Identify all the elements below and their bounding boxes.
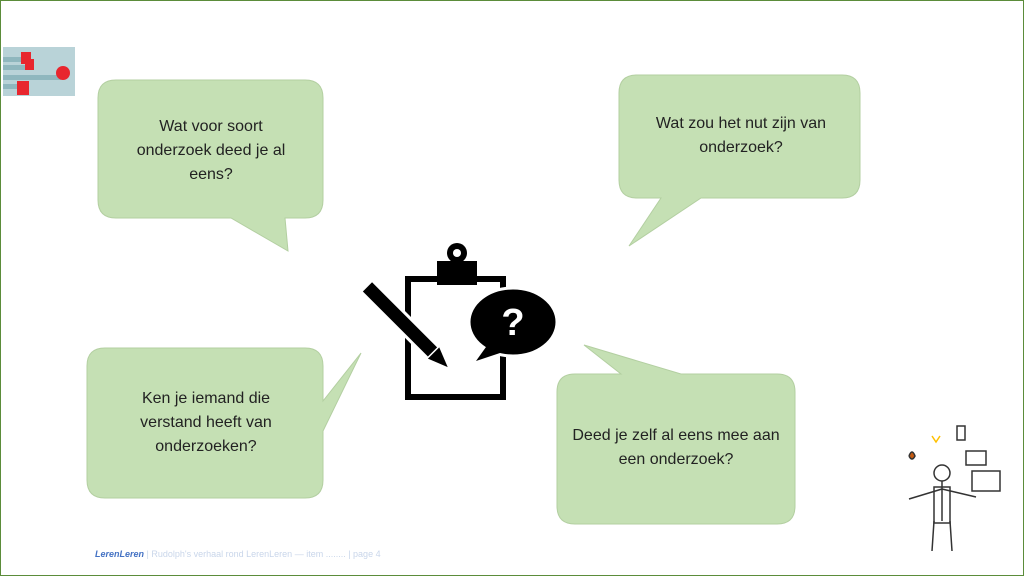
bubble-shape-4 xyxy=(556,344,796,525)
bubble-text-4: Deed je zelf al eens mee aan een onderzo… xyxy=(572,427,780,468)
question-mark: ? xyxy=(501,302,524,344)
footer-separator: | xyxy=(345,549,354,559)
footer-separator: | xyxy=(144,549,152,559)
bubble-shape-3 xyxy=(86,347,362,499)
bubble-shape-2 xyxy=(618,74,861,247)
footer-subtitle: Rudolph's verhaal rond LerenLeren — item… xyxy=(151,549,346,559)
bubble-text-1: Wat voor soort onderzoek deed je al eens… xyxy=(136,118,286,183)
bubble-text-2: Wat zou het nut zijn van onderzoek? xyxy=(655,115,827,156)
presenter-illustration xyxy=(908,425,1001,552)
bubble-shape-1 xyxy=(97,79,324,252)
footer: LerenLeren | Rudolph's verhaal rond Lere… xyxy=(95,549,381,559)
bubble-text-3: Ken je iemand die verstand heeft van ond… xyxy=(140,390,272,455)
page-number: page 4 xyxy=(353,549,381,559)
logo-image xyxy=(3,47,75,96)
footer-brand: LerenLeren xyxy=(95,549,145,559)
clipboard-question-icon: ? xyxy=(361,243,559,400)
